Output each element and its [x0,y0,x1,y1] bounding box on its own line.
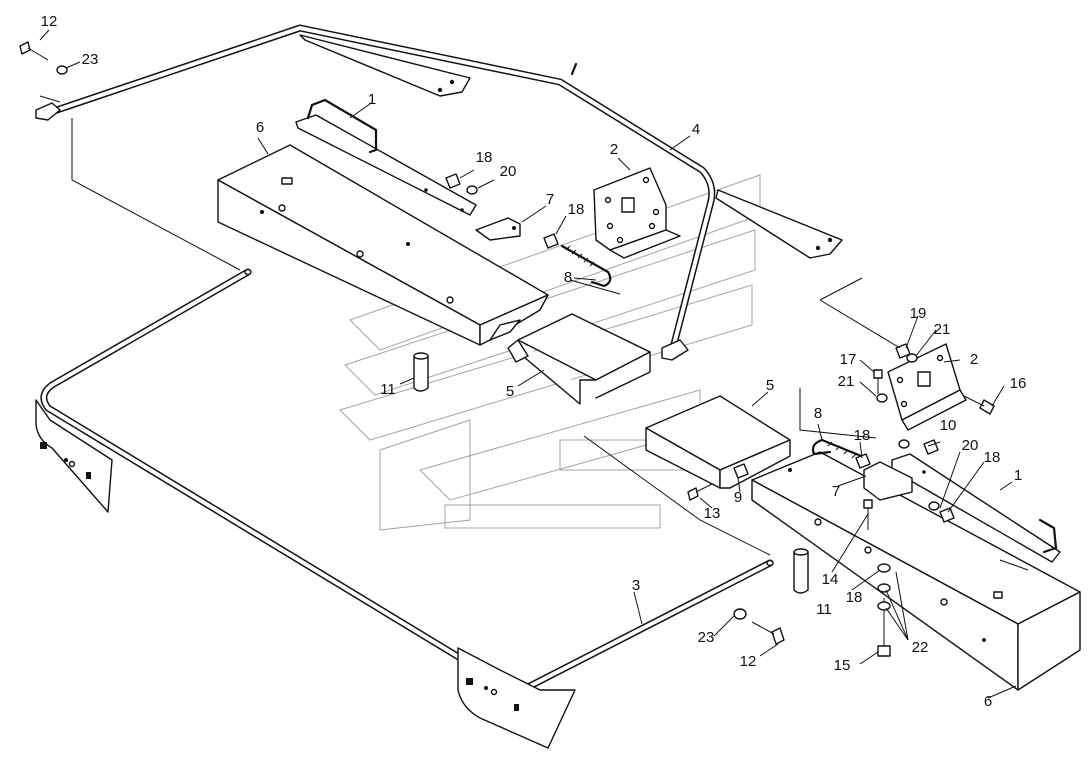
right-spacer-tube [793,548,809,594]
lower-frame [35,268,774,749]
callout-labels: 12 23 1 6 18 20 7 18 2 4 8 5 11 5 9 13 8… [41,13,1027,710]
callout-2-right: 2 [970,351,978,368]
callout-14: 14 [822,571,839,588]
callout-10: 10 [940,417,957,434]
callout-17: 17 [840,351,857,368]
callout-6-right: 6 [984,693,992,710]
right-mount-plate [887,343,967,431]
callout-9: 9 [734,489,742,506]
callout-7-left: 7 [546,191,554,208]
callout-20-right: 20 [962,437,979,454]
callout-18-mid: 18 [568,201,585,218]
callout-15: 15 [834,657,851,674]
callout-5-right: 5 [766,377,774,394]
callout-3: 3 [632,577,640,594]
callout-8-upper: 8 [564,269,572,286]
callout-1-left: 1 [368,91,376,108]
assembly-lines [39,95,1029,571]
callout-4: 4 [692,121,700,138]
callout-12-upper: 12 [41,13,58,30]
callout-22: 22 [912,639,929,656]
right-small-bracket [863,461,913,501]
left-handle-bar [295,98,477,216]
right-spring [811,438,868,460]
callout-21-bottom: 21 [838,373,855,390]
callout-2-upper: 2 [610,141,618,158]
callout-18-right-b: 18 [984,449,1001,466]
callout-23-upper: 23 [82,51,99,68]
upper-mount-plate [593,167,681,259]
callout-6-left: 6 [256,119,264,136]
callout-leaders [39,29,1017,699]
callout-21-top: 21 [934,321,951,338]
callout-16: 16 [1010,375,1027,392]
callout-18-upper: 18 [476,149,493,166]
callout-7-right: 7 [832,483,840,500]
callout-12-lower: 12 [740,653,757,670]
callout-1-right: 1 [1014,467,1022,484]
callout-20-upper: 20 [500,163,517,180]
upper-small-bracket [475,217,521,241]
fasteners [19,41,995,657]
callout-8-right: 8 [814,405,822,422]
upper-spring [560,244,612,288]
callout-19: 19 [910,305,927,322]
callout-11-left: 11 [380,381,396,398]
left-saddle-plate [507,313,651,405]
upper-rail-frame [35,24,843,361]
callout-18-right-a: 18 [854,427,871,444]
callout-23-lower: 23 [698,629,715,646]
left-spacer-tube [413,352,429,392]
callout-13: 13 [704,505,721,522]
callout-5-left: 5 [506,383,514,400]
callout-11-right: 11 [816,601,832,618]
left-channel-beam [217,144,549,346]
callout-18-lower: 18 [846,589,863,606]
